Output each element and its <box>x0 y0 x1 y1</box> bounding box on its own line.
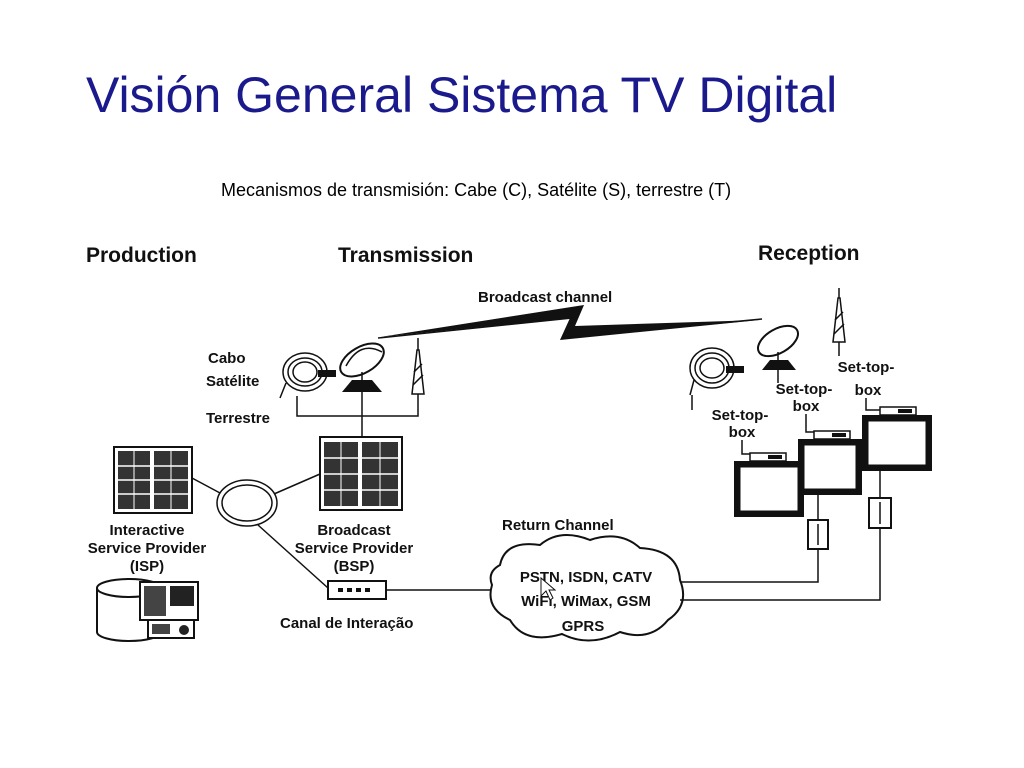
return-modem-2-icon <box>868 497 892 529</box>
return-channel-networks-line3: GPRS <box>562 618 605 635</box>
interaction-channel-label: Canal de Interação <box>280 615 413 632</box>
tv-set-3-icon <box>862 406 932 471</box>
set-top-box-1-line1: Set-top- <box>712 407 769 424</box>
broadcast-channel-label: Broadcast channel <box>478 289 612 306</box>
set-top-box-3-line1: Set-top- <box>838 359 895 376</box>
modem-icon <box>327 580 494 600</box>
cursor-icon <box>540 576 557 601</box>
cable-coil-icon <box>279 352 336 399</box>
network-ring-icon <box>191 473 329 589</box>
header-production: Production <box>86 244 197 267</box>
label-satellite: Satélite <box>206 373 259 390</box>
isp-label-line3: (ISP) <box>130 558 164 575</box>
bsp-server-icon <box>319 436 403 511</box>
label-terrestrial: Terrestre <box>206 410 270 427</box>
isp-server-icon <box>113 446 193 514</box>
return-modem-1-icon <box>807 519 829 550</box>
slide-subtitle: Mecanismos de transmisión: Cabe (C), Sat… <box>221 180 732 200</box>
reception-satellite-dish-icon <box>757 324 799 370</box>
reception-antenna-tower-icon <box>832 288 846 343</box>
set-top-box-2-line1: Set-top- <box>776 381 833 398</box>
bsp-label-line1: Broadcast <box>317 522 390 539</box>
slide-title: Visión General Sistema TV Digital <box>86 67 838 123</box>
label-cable: Cabo <box>208 350 246 367</box>
bsp-label-line2: Service Provider <box>295 540 414 557</box>
header-reception: Reception <box>758 242 860 265</box>
return-channel-networks-line1: PSTN, ISDN, CATV <box>520 569 652 586</box>
return-channel-label: Return Channel <box>502 517 614 534</box>
antenna-tower-icon <box>411 338 425 395</box>
isp-label-line1: Interactive <box>109 522 184 539</box>
tv-set-2-icon <box>798 430 862 495</box>
set-top-box-3-line2: box <box>855 382 882 399</box>
isp-label-line2: Service Provider <box>88 540 207 557</box>
header-transmission: Transmission <box>338 244 473 267</box>
satellite-dish-icon <box>339 342 385 392</box>
set-top-box-2-line2: box <box>793 398 820 415</box>
bsp-label-line3: (BSP) <box>334 558 375 575</box>
return-channel-cloud-icon <box>489 534 684 642</box>
tv-set-1-icon <box>734 452 804 517</box>
set-top-box-1-line2: box <box>729 424 756 441</box>
workstation-icon <box>139 581 199 639</box>
return-channel-networks-line2: WiFi, WiMax, GSM <box>521 593 651 610</box>
broadcast-channel-link <box>377 305 763 340</box>
reception-cable-coil-icon <box>689 347 744 396</box>
